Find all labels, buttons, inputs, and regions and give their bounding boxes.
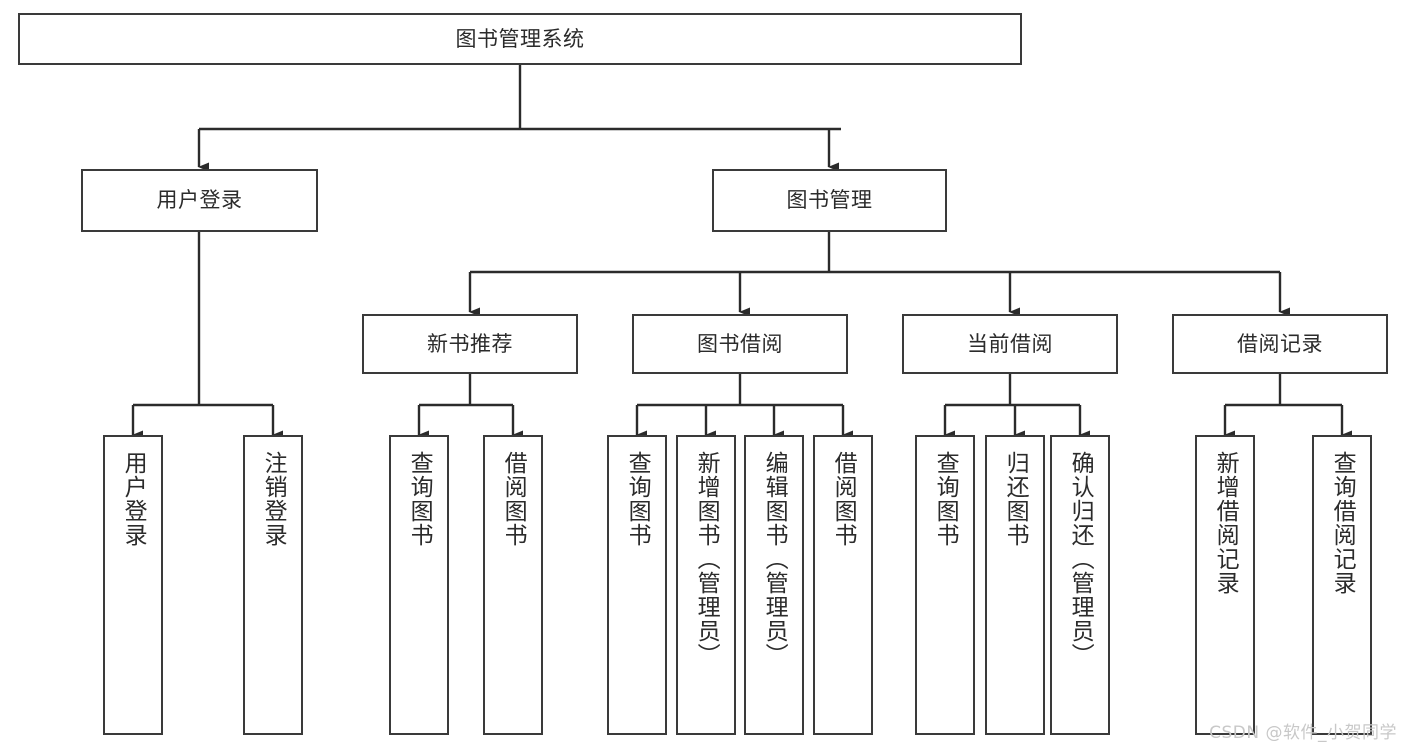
node-user-login[interactable]: 用户登录 bbox=[81, 169, 318, 232]
node-leaf-borrowrecord-query[interactable]: 查询借阅记录 bbox=[1312, 435, 1372, 735]
node-leaf-bookborrow-edit[interactable]: 编辑图书（管理员） bbox=[744, 435, 804, 735]
node-leaf-label: 确认归还（管理员） bbox=[1067, 451, 1094, 667]
node-new-book-recommend[interactable]: 新书推荐 bbox=[362, 314, 578, 374]
node-borrow-record[interactable]: 借阅记录 bbox=[1172, 314, 1388, 374]
node-book-borrow[interactable]: 图书借阅 bbox=[632, 314, 848, 374]
node-leaf-bookborrow-add[interactable]: 新增图书（管理员） bbox=[676, 435, 736, 735]
node-book-management[interactable]: 图书管理 bbox=[712, 169, 947, 232]
node-leaf-label: 归还图书 bbox=[1002, 451, 1029, 547]
node-leaf-label: 借阅图书 bbox=[830, 451, 857, 547]
node-leaf-newbook-query[interactable]: 查询图书 bbox=[389, 435, 449, 735]
node-leaf-label: 新增借阅记录 bbox=[1212, 451, 1239, 595]
node-leaf-label: 查询借阅记录 bbox=[1329, 451, 1356, 595]
node-root-label: 图书管理系统 bbox=[455, 26, 585, 51]
node-book-borrow-label: 图书借阅 bbox=[697, 331, 783, 356]
node-leaf-label: 查询图书 bbox=[624, 451, 651, 547]
node-leaf-label: 查询图书 bbox=[406, 451, 433, 547]
csdn-watermark: CSDN @软件_小贺同学 bbox=[1209, 723, 1397, 743]
node-leaf-bookborrow-borrow[interactable]: 借阅图书 bbox=[813, 435, 873, 735]
node-leaf-user-login-signout[interactable]: 注销登录 bbox=[243, 435, 303, 735]
node-leaf-label: 用户登录 bbox=[120, 451, 147, 547]
node-root-book-management-system[interactable]: 图书管理系统 bbox=[18, 13, 1022, 65]
node-leaf-currentborrow-return[interactable]: 归还图书 bbox=[985, 435, 1045, 735]
node-borrow-record-label: 借阅记录 bbox=[1237, 331, 1323, 356]
node-current-borrow-label: 当前借阅 bbox=[967, 331, 1053, 356]
node-leaf-currentborrow-query[interactable]: 查询图书 bbox=[915, 435, 975, 735]
node-leaf-label: 借阅图书 bbox=[500, 451, 527, 547]
node-user-login-label: 用户登录 bbox=[156, 188, 243, 213]
node-leaf-label: 注销登录 bbox=[260, 451, 287, 547]
node-leaf-user-login-signin[interactable]: 用户登录 bbox=[103, 435, 163, 735]
node-book-management-label: 图书管理 bbox=[786, 188, 873, 213]
node-new-book-recommend-label: 新书推荐 bbox=[427, 331, 513, 356]
node-leaf-label: 编辑图书（管理员） bbox=[761, 451, 788, 667]
node-leaf-bookborrow-query[interactable]: 查询图书 bbox=[607, 435, 667, 735]
node-leaf-currentborrow-confirm[interactable]: 确认归还（管理员） bbox=[1050, 435, 1110, 735]
node-leaf-borrowrecord-add[interactable]: 新增借阅记录 bbox=[1195, 435, 1255, 735]
node-leaf-label: 新增图书（管理员） bbox=[693, 451, 720, 667]
node-current-borrow[interactable]: 当前借阅 bbox=[902, 314, 1118, 374]
node-leaf-label: 查询图书 bbox=[932, 451, 959, 547]
node-leaf-newbook-borrow[interactable]: 借阅图书 bbox=[483, 435, 543, 735]
